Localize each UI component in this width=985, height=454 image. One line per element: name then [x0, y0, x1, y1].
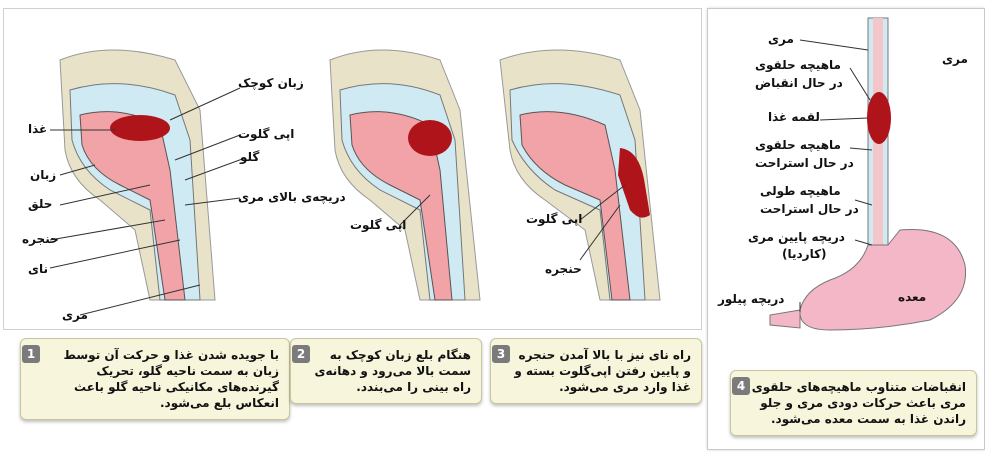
caption-3-line: غذا وارد مری می‌شود.: [501, 379, 691, 395]
label-long-relax-1: ماهیچه طولی: [760, 184, 841, 198]
label-larynx-3: حنجره: [545, 262, 582, 276]
caption-1-line: انعکاس بلع می‌شود.: [31, 395, 279, 411]
caption-4-line: مری باعث حرکات دودی مری و جلو: [741, 395, 966, 411]
label-throat: گلو: [240, 150, 259, 164]
label-lower-valve-2: (کاردیا): [782, 247, 827, 261]
label-epiglottis-3: اپی گلوت: [526, 212, 582, 226]
label-larynx: حنجره: [22, 232, 59, 246]
label-epiglottis-2: اپی گلوت: [350, 218, 406, 232]
label-pylorus: دریچه پیلور: [718, 292, 784, 306]
label-esophagus-top: مری: [768, 32, 794, 46]
label-food: غذا: [28, 122, 47, 136]
label-upper-valve: دریچه‌ی بالای مری: [238, 190, 346, 204]
label-ring-contract-1: ماهیچه حلقوی: [755, 58, 841, 72]
caption-3: راه نای نیز با بالا آمدن حنجره و پایین ر…: [490, 338, 702, 404]
label-ring-contract-2: در حال انقباض: [755, 76, 843, 90]
caption-1-number: 1: [22, 345, 40, 363]
label-pharynx: حلق: [28, 197, 52, 211]
caption-2-line: راه بینی را می‌بندد.: [301, 379, 471, 395]
caption-2-line: سمت بالا می‌رود و دهانه‌ی: [301, 363, 471, 379]
label-epiglottis: اپی گلوت: [238, 127, 294, 141]
label-esophagus: مری: [62, 308, 88, 322]
caption-1-line: با جویده شدن غذا و حرکت آن توسط: [31, 347, 279, 363]
label-lower-valve-1: دریچه پایین مری: [748, 230, 845, 244]
caption-2: هنگام بلع زبان کوچک به سمت بالا می‌رود و…: [290, 338, 482, 404]
caption-3-number: 3: [492, 345, 510, 363]
caption-1-line: زبان به سمت ناحیه گلو، تحریک: [31, 363, 279, 379]
bolus-esophagus: [867, 92, 891, 144]
head-stage-2: [330, 50, 480, 300]
caption-1: با جویده شدن غذا و حرکت آن توسط زبان به …: [20, 338, 290, 420]
caption-1-line: گیرنده‌های مکانیکی ناحیه گلو باعث: [31, 379, 279, 395]
label-long-relax-2: در حال استراحت: [760, 202, 859, 216]
head-stage-1: [60, 50, 215, 300]
label-ring-relax-1: ماهیچه حلقوی: [755, 138, 841, 152]
label-stomach: معده: [898, 290, 926, 304]
caption-4-line: انقباضات متناوب ماهیچه‌های حلقوی: [741, 379, 966, 395]
caption-3-line: و پایین رفتن اپی‌گلوت بسته و: [501, 363, 691, 379]
label-bolus: لقمه غذا: [768, 110, 820, 124]
caption-3-line: راه نای نیز با بالا آمدن حنجره: [501, 347, 691, 363]
label-soft-palate: زبان کوچک: [238, 76, 304, 90]
caption-2-line: هنگام بلع زبان کوچک به: [301, 347, 471, 363]
caption-4-number: 4: [732, 377, 750, 395]
food-bolus-2: [408, 120, 452, 156]
caption-2-number: 2: [292, 345, 310, 363]
caption-4-line: راندن غذا به سمت معده می‌شود.: [741, 411, 966, 427]
label-tongue: زبان: [30, 168, 56, 182]
label-ring-relax-2: در حال استراحت: [755, 156, 854, 170]
food-bolus-1: [110, 115, 170, 141]
caption-4: انقباضات متناوب ماهیچه‌های حلقوی مری باع…: [730, 370, 977, 436]
label-trachea: نای: [28, 262, 48, 276]
label-esophagus-side: مری: [942, 52, 968, 66]
